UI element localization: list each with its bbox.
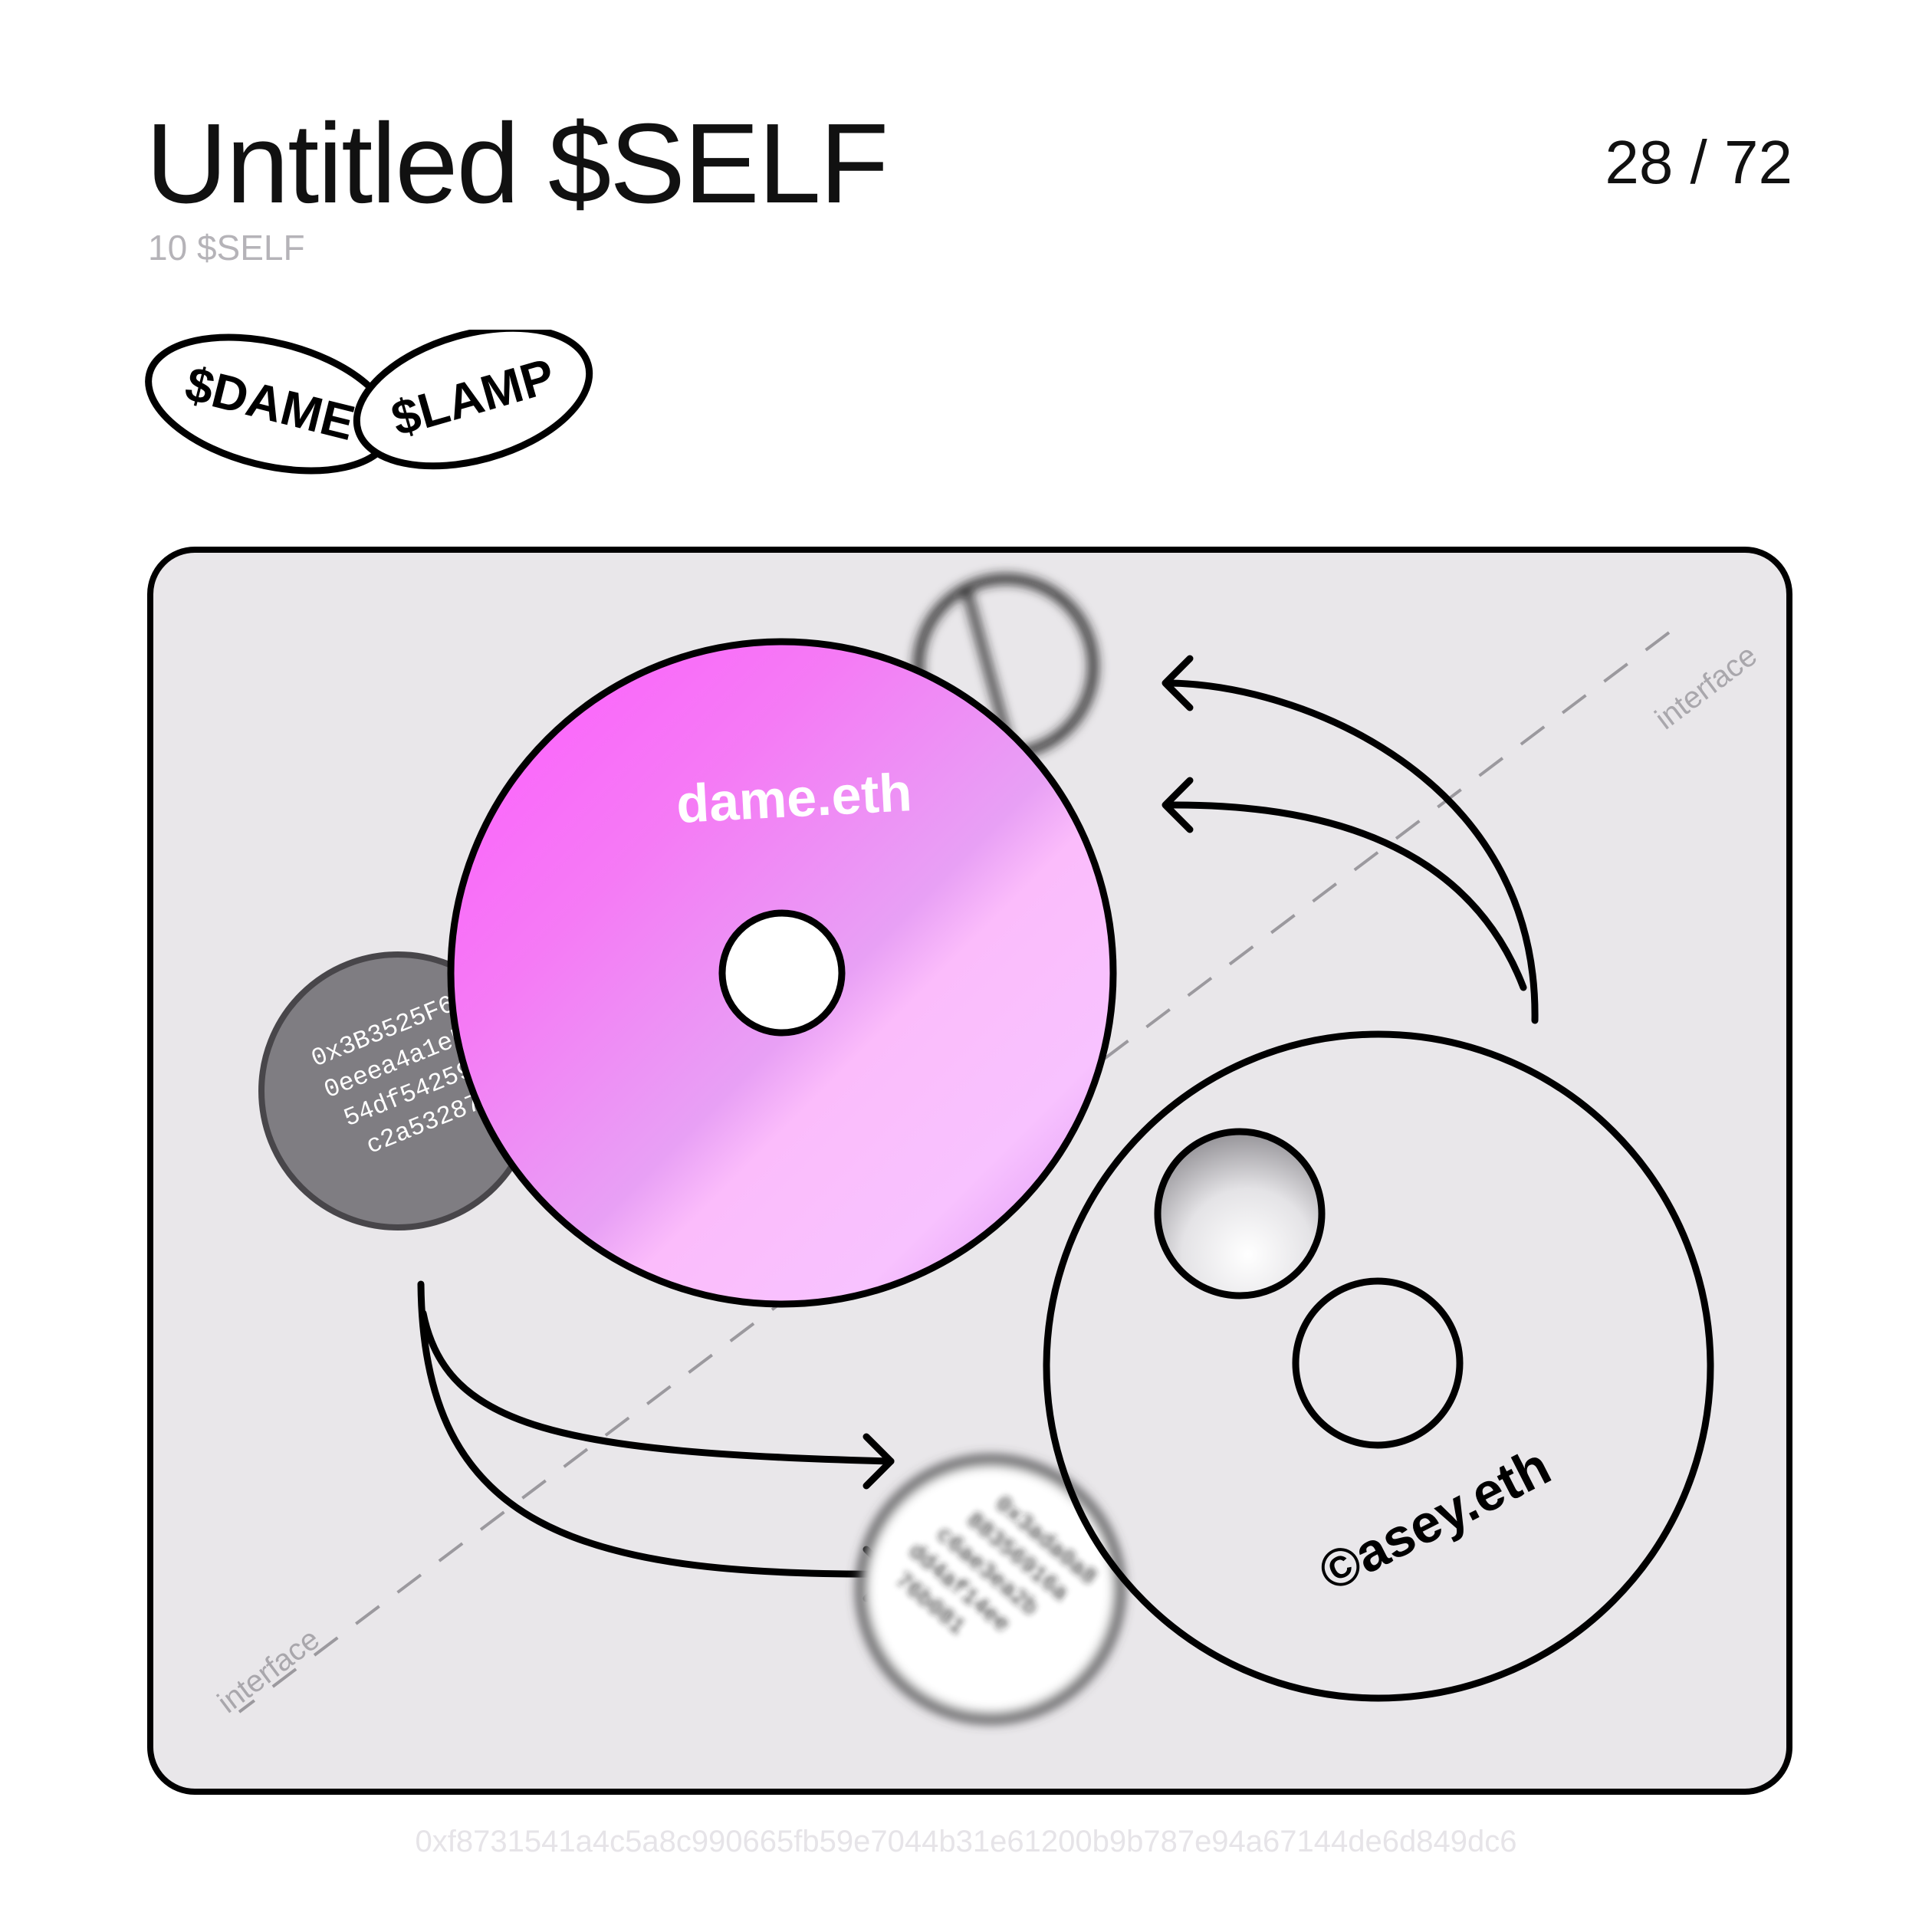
disc-casey-hole [1292,1277,1464,1449]
page-title: Untitled $SELF [146,100,889,227]
arrows-return [1162,655,1539,1024]
disc-casey-hole-shaded [1154,1128,1326,1300]
tag-dame[interactable]: $DAME [142,330,406,494]
tag-lamp[interactable]: $LAMP [340,330,605,491]
disc-dame-hole [718,909,846,1037]
transaction-hash: 0xf8731541a4c5a8c990665fb59e7044b31e6120… [415,1825,1517,1858]
disc-dame: dame.eth [447,638,1117,1308]
blurred-address-coin: 0x3ada0a8 88356916a c6ae3ea2b dd4af14ee … [856,1455,1125,1723]
artwork-panel: interface interface 0x3B3525F6 0eeea4a1e… [147,547,1792,1795]
price-label: 10 $SELF [148,228,305,268]
token-tags: $DAME $LAMP [142,330,632,498]
disc-dame-label: dame.eth [675,762,913,834]
edition-counter: 28 / 72 [1605,128,1792,196]
